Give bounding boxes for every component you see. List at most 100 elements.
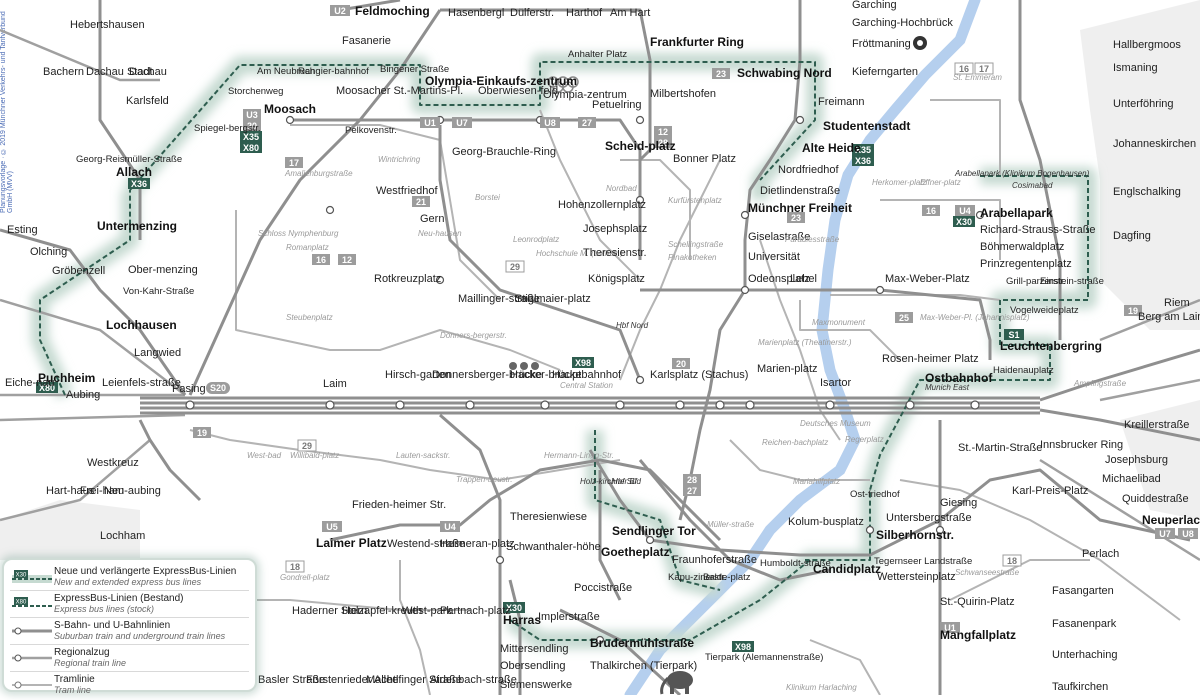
- station-storchenweg: Storchenweg: [228, 86, 283, 97]
- svg-text:25: 25: [899, 313, 909, 323]
- station-spiegelbergstr: Spiegel-bergstr.: [194, 123, 261, 134]
- station-regerplatz: Regerplatz: [845, 435, 884, 444]
- station-michaelibad: Michaelibad: [1102, 473, 1161, 485]
- station-bingener-strasse: Bingener Straße: [380, 64, 449, 75]
- svg-text:29: 29: [510, 262, 520, 272]
- station-thalkirchen: Thalkirchen (Tierpark): [590, 660, 697, 672]
- station-ostbahnhof: Ostbahnhof: [925, 371, 993, 385]
- station-mangfallplatz: Mangfallplatz: [940, 628, 1016, 642]
- station-kreillerstrasse: Kreillerstraße: [1124, 419, 1189, 431]
- rail-symbol-icon: [12, 627, 52, 635]
- svg-text:18: 18: [1007, 556, 1017, 566]
- station-lautensackstr: Lauten-sackstr.: [396, 451, 450, 460]
- station-muenchner-freiheit: Münchner Freiheit: [748, 201, 852, 215]
- station-maillingerstrasse: Maillinger-straße: [458, 293, 540, 305]
- station-wintrichring: Wintrichring: [378, 155, 421, 164]
- station-candidplatz: Candidplatz: [813, 562, 881, 576]
- station-westendstrasse: Westend-straße: [387, 538, 465, 550]
- svg-text:21: 21: [416, 197, 426, 207]
- svg-text:17: 17: [979, 64, 989, 74]
- station-freimann: Freimann: [818, 96, 864, 108]
- station-quiddestrasse: Quiddestraße: [1122, 493, 1189, 505]
- station-laimer-platz: Laimer Platz: [316, 536, 387, 550]
- badge-x30-arabella: X30: [953, 216, 975, 227]
- badge-x80: X80: [240, 142, 262, 153]
- badge-u7: U7: [452, 117, 472, 128]
- station-unterhaching: Unterhaching: [1052, 649, 1117, 661]
- legend-sublabel: New and extended express bus lines: [54, 577, 202, 587]
- station-kolumbusplatz: Kolum-busplatz: [788, 516, 864, 528]
- station-anhalter-platz: Anhalter Platz: [568, 49, 627, 60]
- badge-16: 16: [922, 205, 940, 216]
- station-richard-strauss-strasse: Richard-Strauss-Straße: [980, 224, 1096, 236]
- station-fasanenpark: Fasanenpark: [1052, 618, 1117, 630]
- station-wettersteinplatz: Wettersteinplatz: [877, 571, 956, 583]
- badge-20: 20: [243, 120, 261, 131]
- station-donnersbergerbruecke: Donnersberger-brücke: [432, 369, 542, 381]
- station-karlsplatz-stachus: Karlsplatz (Stachus): [650, 369, 748, 381]
- station-von-kahr-strasse: Von-Kahr-Straße: [123, 286, 194, 297]
- station-lochhausen: Lochhausen: [106, 318, 177, 332]
- badge-19: 19: [193, 427, 211, 438]
- station-josephsplatz: Josephsplatz: [583, 223, 647, 235]
- station-moosach: Moosach: [264, 102, 316, 116]
- svg-text:X98: X98: [575, 358, 591, 368]
- svg-text:X80: X80: [243, 143, 259, 153]
- badge-u8: U8: [540, 117, 560, 128]
- badge-x80-puchheim: X80: [36, 382, 58, 393]
- station-tegernseer-landstrasse: Tegernseer Landstraße: [874, 556, 972, 567]
- svg-text:X30: X30: [956, 217, 972, 227]
- station-hebertshausen: Hebertshausen: [70, 19, 145, 31]
- station-hackerbruecke: Hacker-brücke: [510, 369, 582, 381]
- station-willibaldplatz: Willibald-platz: [290, 451, 339, 460]
- station-englschalking: Englschalking: [1113, 186, 1181, 198]
- badge-27-south: 27: [683, 485, 701, 496]
- badge-x35-alte-heide: X35: [852, 144, 874, 155]
- station-pinakotheken: Pinakotheken: [668, 253, 717, 262]
- station-georg-brauchle-ring: Georg-Brauchle-Ring: [452, 146, 556, 158]
- station-harthaus: Hart-haus: [46, 485, 95, 497]
- badge-u2: U2: [330, 5, 350, 16]
- station-st-quirin-platz: St.-Quirin-Platz: [940, 596, 1015, 608]
- station-josephsburg: Josephsburg: [1105, 454, 1168, 466]
- station-grillparzerstr: Grill-parzerstr.: [1006, 276, 1066, 287]
- station-machtlfinger-strasse: Machtlfinger Straße: [366, 674, 462, 686]
- svg-text:X35: X35: [243, 132, 259, 142]
- badge-u1-mangfall: U1: [940, 622, 960, 633]
- station-arabellapark-klinikum: Arabellapark (Klinikum Bogenhausen): [954, 169, 1090, 178]
- station-hermann-lingg-str: Hermann-Lingg-Str.: [544, 451, 614, 460]
- station-isartor: Isartor: [820, 377, 852, 389]
- svg-text:U1: U1: [944, 623, 956, 633]
- station-georg-reismueller-strasse: Georg-Reismüller-Straße: [76, 154, 182, 165]
- station-garching-hochbrueck: Garching-Hochbrück: [852, 17, 953, 29]
- badge-23: 23: [712, 68, 730, 79]
- station-langwied: Langwied: [134, 347, 181, 359]
- station-innsbrucker-ring: Innsbrucker Ring: [1040, 439, 1123, 451]
- station-brudermuehlstrasse: Brudermühlstraße: [590, 636, 694, 650]
- svg-text:28: 28: [687, 475, 697, 485]
- station-giselastrasse: Giselastraße: [748, 231, 810, 243]
- station-tierpark: Tierpark (Alemannenstraße): [705, 652, 823, 663]
- station-hohenzollernplatz: Hohenzollernplatz: [558, 199, 646, 211]
- badge-u4: U4: [955, 205, 975, 216]
- station-maxmonument: Maxmonument: [812, 318, 866, 327]
- station-am-neubruch: Am Neubruch: [257, 66, 315, 77]
- station-mariahilfplatz: Mariahilfplatz: [793, 477, 840, 486]
- svg-text:27: 27: [582, 118, 592, 128]
- station-vogelweideplatz: Vogelweideplatz: [1010, 305, 1079, 316]
- station-taufkirchen: Taufkirchen: [1052, 681, 1108, 693]
- badge-x36-alte-heide: X36: [852, 155, 874, 166]
- olympia-rings-icon: [547, 76, 579, 93]
- station-untersbergstrasse: Untersbergstraße: [886, 512, 972, 524]
- legend-label: S-Bahn- und U-Bahnlinien: [54, 620, 171, 631]
- hackerbruecke-circles-icon: [509, 362, 539, 370]
- svg-text:U2: U2: [334, 6, 346, 16]
- station-borstei: Borstei: [475, 193, 500, 202]
- svg-text:U4: U4: [959, 206, 971, 216]
- station-klinikum-harlaching: Klinikum Harlaching: [786, 683, 857, 692]
- badge-20-karlsplatz: 20: [672, 358, 690, 369]
- station-pasing: Pasing: [172, 383, 206, 395]
- station-milbertshofen: Milbertshofen: [650, 88, 716, 100]
- station-oberwiesenfeld: Oberwiesen-feld: [478, 85, 558, 97]
